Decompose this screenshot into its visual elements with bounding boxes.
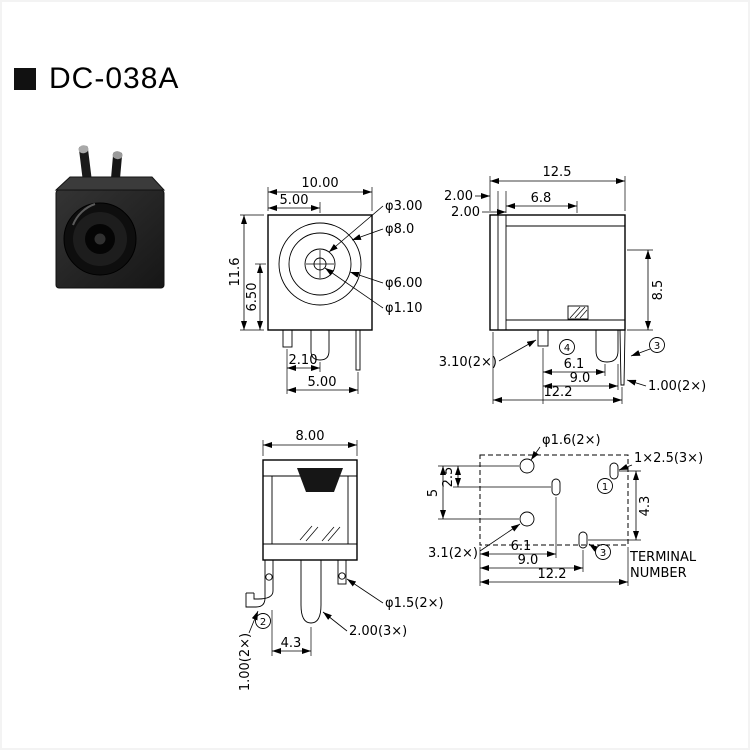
label-front-d3: φ3.00: [328, 199, 423, 253]
dim-label: 1×2.5(3×): [634, 451, 703, 466]
terminal-number: 3: [654, 341, 660, 352]
dim-label: 2.00: [444, 189, 473, 204]
dim-label: 12.5: [543, 165, 572, 180]
dim-front-pin-pitch: 2.10: [286, 349, 321, 394]
bottom-center-block: [297, 468, 343, 492]
terminal-number: 3: [600, 548, 606, 559]
dim-pcb-v-right: 4.3: [588, 470, 653, 541]
terminal-number: 4: [564, 343, 570, 354]
terminal-marker-3-side: 3: [630, 337, 665, 357]
dim-label: 3.1(2×): [428, 546, 478, 561]
label-bottom-pin: 2.00(3×): [322, 611, 407, 639]
label-pcb-hole: φ1.6(2×): [530, 433, 601, 461]
dim-label: 4.3: [638, 496, 653, 517]
pcb-slot-center: [551, 478, 561, 496]
pin-tip: [78, 145, 89, 154]
pcb-hole-bottom: [519, 511, 535, 527]
dim-label: 3.10(2×): [439, 355, 497, 370]
label-bottom-hole: φ1.5(2×): [346, 578, 444, 611]
dim-pcb-p3: 12.2: [480, 547, 629, 586]
pcb-slot-bottom: [578, 531, 588, 549]
dim-label: 9.0: [570, 371, 591, 386]
dim-label: φ1.6(2×): [542, 433, 601, 448]
dim-label: 12.2: [538, 567, 567, 582]
connector-top-face: [54, 176, 166, 191]
dim-side-p2: 9.0: [543, 364, 619, 390]
dim-label: 6.8: [531, 191, 552, 206]
dim-pcb-p2: 9.0: [480, 550, 584, 572]
bottom-view: 8.00 2 φ1.5(2×) 2.00(3×) 4.3 1.00(: [238, 429, 444, 691]
page-header: DC-038A: [14, 62, 179, 96]
label-front-d8: φ8.0: [351, 222, 414, 241]
pcb-outline: [479, 454, 629, 549]
dim-label: 6.1: [564, 357, 585, 372]
side-body: [489, 214, 626, 386]
terminal-number: 1: [602, 482, 608, 493]
terminal-number-label: TERMINAL NUMBER: [629, 550, 697, 581]
dim-label: 2.10: [289, 353, 318, 368]
label-side-pin-len: 3.10(2×): [439, 339, 537, 370]
diameter-label: φ8.0: [385, 222, 414, 237]
dim-label: 5: [426, 489, 441, 497]
product-photo: [54, 145, 166, 289]
terminal-marker-2: 2: [255, 613, 271, 629]
dim-side-body: 6.8: [506, 191, 578, 213]
label-side-pin-w: 1.00(2×): [626, 379, 706, 394]
dim-pcb-v-top: 2.5: [438, 465, 551, 488]
dim-front-pin-span: 5.00: [287, 372, 359, 394]
terminal-number-label-line1: TERMINAL: [629, 550, 697, 565]
label-front-d6: φ6.00: [349, 271, 423, 291]
pcb-view: φ1.6(2×) 1×2.5(3×) 2.5 5: [426, 433, 703, 586]
dim-label: 2.00: [451, 205, 480, 220]
dim-label: 1.00(2×): [648, 379, 706, 394]
pin-tip: [112, 151, 123, 160]
dim-label: 4.3: [281, 636, 302, 651]
dim-side-width: 12.5: [489, 165, 626, 211]
dim-label: φ1.5(2×): [385, 596, 444, 611]
dim-side-p1: 6.1: [542, 348, 606, 404]
dim-label: 9.0: [518, 553, 539, 568]
pcb-slot-right: [609, 462, 619, 480]
dim-pcb-v-full: 5: [426, 466, 519, 520]
dim-label: 5.00: [280, 193, 309, 208]
label-bottom-leg-w: 1.00(2×): [238, 610, 259, 691]
terminal-number: 2: [260, 617, 266, 628]
label-pcb-slot: 1×2.5(3×): [618, 451, 703, 471]
diameter-label: φ1.10: [385, 301, 423, 316]
dim-side-p3: 12.2: [492, 332, 623, 404]
dim-label: 8.5: [651, 280, 666, 301]
dim-side-flange-b: 2.00: [451, 191, 507, 220]
dim-front-width-half: 5.00: [268, 193, 321, 213]
dim-front-height: 11.6: [228, 214, 264, 331]
pcb-hole-top: [519, 458, 535, 474]
dim-label: 2.00(3×): [349, 624, 407, 639]
diameter-label: φ6.00: [385, 276, 423, 291]
dim-bottom-width: 8.00: [262, 429, 358, 456]
bottom-body: [245, 459, 358, 624]
terminal-marker-1: 1: [597, 478, 613, 494]
dim-side-height: 8.5: [627, 249, 666, 331]
dim-label: 8.00: [296, 429, 325, 444]
side-view: 12.5 2.00 2.00 6.8 8.5: [439, 165, 706, 404]
title-bullet-square: [14, 68, 36, 90]
front-body: [267, 214, 373, 371]
dim-label: 12.2: [544, 385, 573, 400]
dim-label: 6.50: [245, 283, 260, 312]
page-title: DC-038A: [49, 62, 180, 95]
terminal-number-label-line2: NUMBER: [630, 566, 687, 581]
dim-label: 1.00(2×): [238, 633, 253, 691]
terminal-marker-3-pcb: 3: [588, 543, 611, 560]
dim-label: 6.1: [511, 539, 532, 554]
label-front-d110: φ1.10: [324, 267, 423, 316]
dim-label: 5.00: [308, 375, 337, 390]
dim-label: 10.00: [301, 176, 338, 191]
diameter-label: φ3.00: [385, 199, 423, 214]
dim-front-height-lower: 6.50: [245, 263, 266, 330]
terminal-marker-4: 4: [559, 339, 575, 355]
label-pcb-hole-b: 3.1(2×): [428, 523, 521, 561]
dim-bottom-offset: 4.3: [271, 610, 312, 656]
dim-label: 11.6: [228, 258, 243, 287]
front-view: 10.00 5.00 11.6 6.50 φ3.00: [228, 176, 423, 394]
